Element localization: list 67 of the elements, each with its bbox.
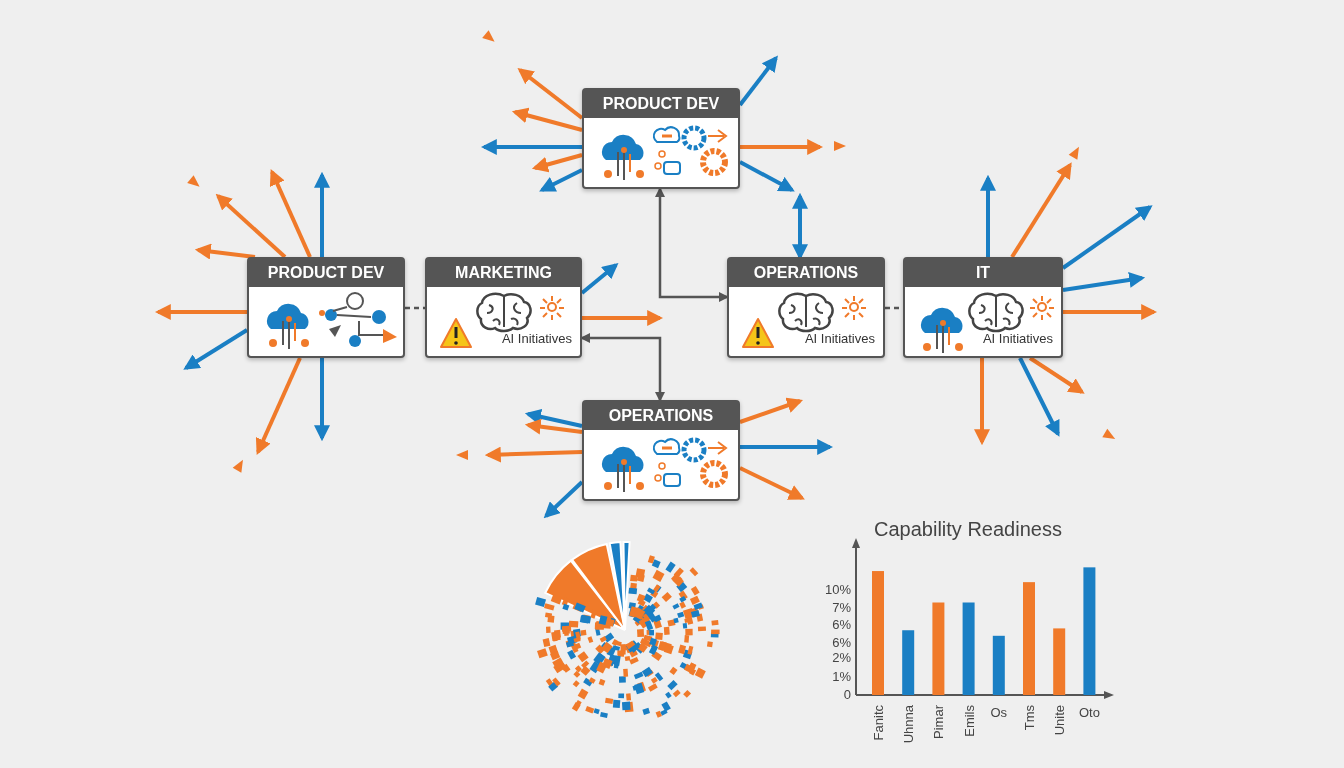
connector-line xyxy=(405,306,425,310)
arrow xyxy=(740,139,824,155)
arrow xyxy=(1061,205,1153,270)
process-card xyxy=(582,88,740,189)
process-card xyxy=(582,400,740,501)
category-label: Tms xyxy=(1021,705,1037,731)
process-card xyxy=(425,257,582,358)
arrow xyxy=(980,174,996,257)
card-header: PRODUCT DEV xyxy=(249,259,403,287)
arrow xyxy=(314,358,330,442)
card-subtitle: AI Initiatives xyxy=(501,331,572,346)
arrow xyxy=(524,408,583,428)
axis-tick-label: 1% xyxy=(832,668,851,684)
arrow xyxy=(1063,304,1158,320)
card-header: IT xyxy=(905,259,1061,287)
axis-tick-label: 7% xyxy=(832,599,851,615)
arrow xyxy=(739,466,805,500)
arrow xyxy=(738,55,778,107)
arrow xyxy=(1018,357,1060,437)
arrow xyxy=(1010,162,1072,259)
category-label: Os xyxy=(989,705,1009,720)
arrow xyxy=(517,68,584,120)
arrow xyxy=(539,168,583,192)
card-subtitle: AI Initiatives xyxy=(982,331,1053,346)
arrow xyxy=(739,397,803,424)
card-header: OPERATIONS xyxy=(584,402,738,430)
card-header: PRODUCT DEV xyxy=(584,90,738,118)
card-subtitle: AI Initiatives xyxy=(804,331,875,346)
process-card xyxy=(727,257,885,358)
arrow xyxy=(974,358,990,446)
category-label: Oto xyxy=(1077,705,1101,720)
arrow xyxy=(484,446,583,463)
arrow xyxy=(480,139,582,155)
process-card xyxy=(247,257,405,358)
axis-tick-label: 6% xyxy=(832,617,851,632)
arrow xyxy=(511,107,583,132)
process-card xyxy=(903,257,1063,358)
category-label: Fanitc xyxy=(870,705,886,741)
arrow xyxy=(269,169,312,258)
arrow xyxy=(524,418,583,435)
arrow xyxy=(655,187,729,302)
axis-tick-label: 2% xyxy=(832,650,851,665)
category-label: Uhnna xyxy=(900,705,916,744)
arrow xyxy=(580,262,619,295)
arrow xyxy=(314,171,330,257)
axis-tick-label: 10% xyxy=(824,582,851,597)
arrow xyxy=(543,480,584,519)
category-label: Unite xyxy=(1051,705,1067,736)
arrow xyxy=(582,310,664,326)
arrow xyxy=(740,439,834,455)
axis-tick-label: 6% xyxy=(832,634,851,650)
arrow xyxy=(739,160,795,192)
card-header: OPERATIONS xyxy=(729,259,883,287)
arrow xyxy=(194,243,256,260)
category-label: Pimar xyxy=(930,705,946,739)
card-header: MARKETING xyxy=(427,259,580,287)
arrow xyxy=(255,357,302,455)
category-label: Emils xyxy=(961,705,977,737)
chart-title: Capability Readiness xyxy=(874,518,1062,541)
arrow xyxy=(580,333,665,402)
arrow xyxy=(215,193,287,259)
axis-tick-label: 0 xyxy=(843,687,851,702)
arrow xyxy=(183,328,249,370)
arrow xyxy=(531,153,583,173)
arrow xyxy=(1062,272,1146,292)
arrow xyxy=(154,304,247,320)
arrow xyxy=(1028,356,1085,394)
